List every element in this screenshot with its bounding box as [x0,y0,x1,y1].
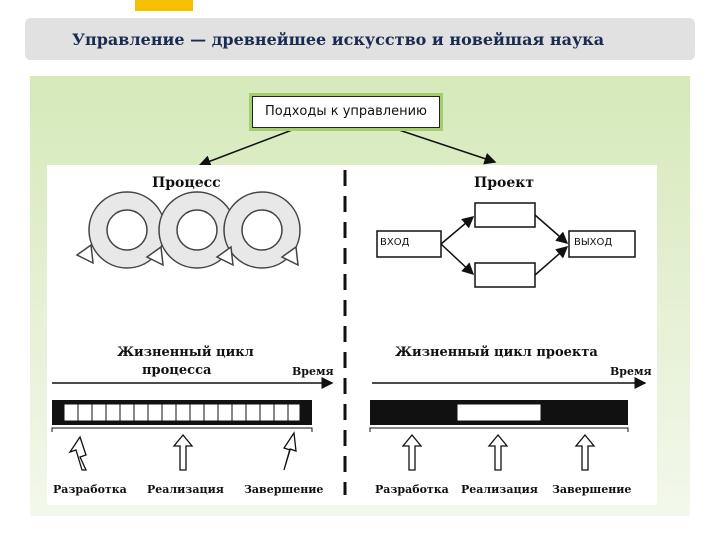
process-stage-implementation: Реализация [147,483,224,496]
project-lifecycle-strip [369,400,629,432]
approaches-diagram: Процесс Проект ВХОД ВЫХОД Жизненный цикл… [47,165,657,505]
stage-arrows [68,431,596,471]
project-title: Проект [474,175,535,191]
process-lifecycle-label-line2: процесса [142,363,212,378]
project-stage-completion: Завершение [552,483,632,496]
diagram-graphics [51,170,647,495]
process-lifecycle-label-line1: Жизненный цикл [117,345,254,360]
header-accent-bar [135,0,193,11]
output-box [568,230,636,258]
process-time-label: Время [292,365,334,378]
process-stage-development: Разработка [53,483,127,496]
project-time-label: Время [610,365,652,378]
project-lifecycle-label: Жизненный цикл проекта [395,345,598,360]
arrow-to-process [198,126,301,167]
project-stage-development: Разработка [375,483,449,496]
root-approaches-box: Подходы к управлению [252,96,440,128]
project-stage-implementation: Реализация [461,483,538,496]
task-box-upper [474,202,536,228]
process-stage-completion: Завершение [244,483,324,496]
project-flow-graph [376,202,636,288]
page-title: Управление — древнейшее искусство и нове… [72,30,605,49]
title-bar: Управление — древнейшее искусство и нове… [25,18,695,60]
process-title: Процесс [152,175,221,191]
task-box-lower [474,262,536,288]
process-lifecycle-strip [51,400,313,432]
output-label: ВЫХОД [574,237,613,248]
arrow-to-project [389,126,497,165]
input-box [376,230,442,258]
process-cycle-icon [75,191,301,269]
input-label: ВХОД [380,237,410,248]
